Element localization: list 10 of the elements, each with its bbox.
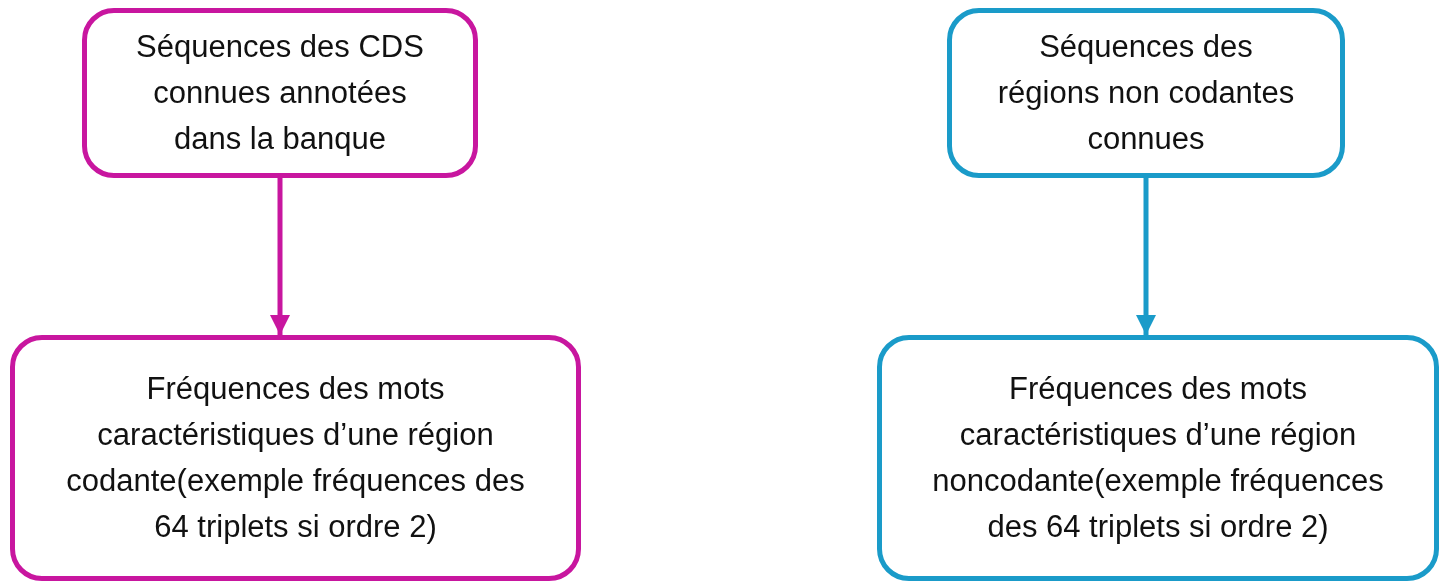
box-text: Fréquences des mots caractéristiques d’une région codante(exemple fréquences des 64 triplets si ordre 2) (65, 370, 526, 546)
process-box (82, 8, 478, 178)
box-text: Fréquences des mots caractéristiques d’une région noncodante(exemple fréquences des 64 triplets si ordre 2) (931, 370, 1385, 546)
process-box (877, 335, 1439, 581)
process-box (10, 335, 581, 581)
arrow (1136, 178, 1156, 335)
arrow (270, 178, 290, 335)
box-text: Séquences des CDS connues annotées dans la banque (135, 28, 425, 158)
process-box (947, 8, 1345, 178)
box-text: Séquences des régions non codantes connues (996, 28, 1296, 158)
